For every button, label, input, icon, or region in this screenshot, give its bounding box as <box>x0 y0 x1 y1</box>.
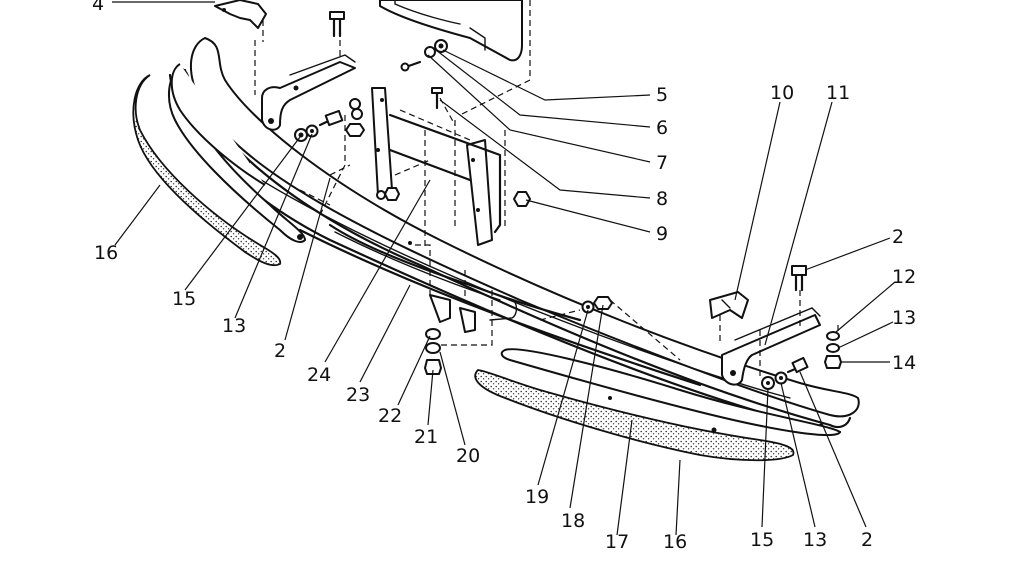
callout-14: 14 <box>892 352 916 374</box>
callout-18: 18 <box>561 510 585 532</box>
callout-6: 6 <box>656 117 668 139</box>
callout-19: 19 <box>525 486 549 508</box>
callout-23: 23 <box>346 384 370 406</box>
callout-2-left: 2 <box>274 340 286 362</box>
leader-lines <box>112 1 896 536</box>
callout-8: 8 <box>656 188 668 210</box>
alignment-lines <box>254 0 839 380</box>
callout-24: 24 <box>307 364 331 386</box>
callout-16-right: 16 <box>663 531 687 553</box>
callout-22: 22 <box>378 405 402 427</box>
top-bracket <box>214 0 267 29</box>
callout-11: 11 <box>826 82 850 104</box>
callout-16-left: 16 <box>94 242 118 264</box>
callout-4: 4 <box>92 0 104 15</box>
callout-13-right-top: 13 <box>892 307 916 329</box>
callout-9: 9 <box>656 223 668 245</box>
callout-13-right: 13 <box>803 529 827 551</box>
callout-5: 5 <box>656 84 668 106</box>
callout-2-right-top: 2 <box>892 226 904 248</box>
right-bracket <box>721 307 821 386</box>
rubber-strip-right <box>474 369 795 462</box>
lower-mount-bracket <box>429 284 518 333</box>
rubber-strip-left <box>132 74 282 267</box>
callout-12: 12 <box>892 266 916 288</box>
callout-2-right-bottom: 2 <box>861 529 873 551</box>
fasteners <box>294 11 842 390</box>
callout-15-right: 15 <box>750 529 774 551</box>
bumper-end-strip <box>170 63 266 186</box>
callout-21: 21 <box>414 426 438 448</box>
callout-10: 10 <box>770 82 794 104</box>
callout-15-left: 15 <box>172 288 196 310</box>
callout-20: 20 <box>456 445 480 467</box>
callout-labels: 4 5 6 7 8 9 10 11 2 12 13 14 16 15 13 2 … <box>92 0 916 553</box>
license-plate-bracket <box>379 0 523 62</box>
small-clip-bracket <box>709 291 749 319</box>
center-bracket <box>371 87 502 246</box>
callout-13-left: 13 <box>222 315 246 337</box>
callout-17: 17 <box>605 531 629 553</box>
left-bracket <box>261 54 356 131</box>
callout-7: 7 <box>656 152 668 174</box>
trim-strip <box>500 348 841 437</box>
